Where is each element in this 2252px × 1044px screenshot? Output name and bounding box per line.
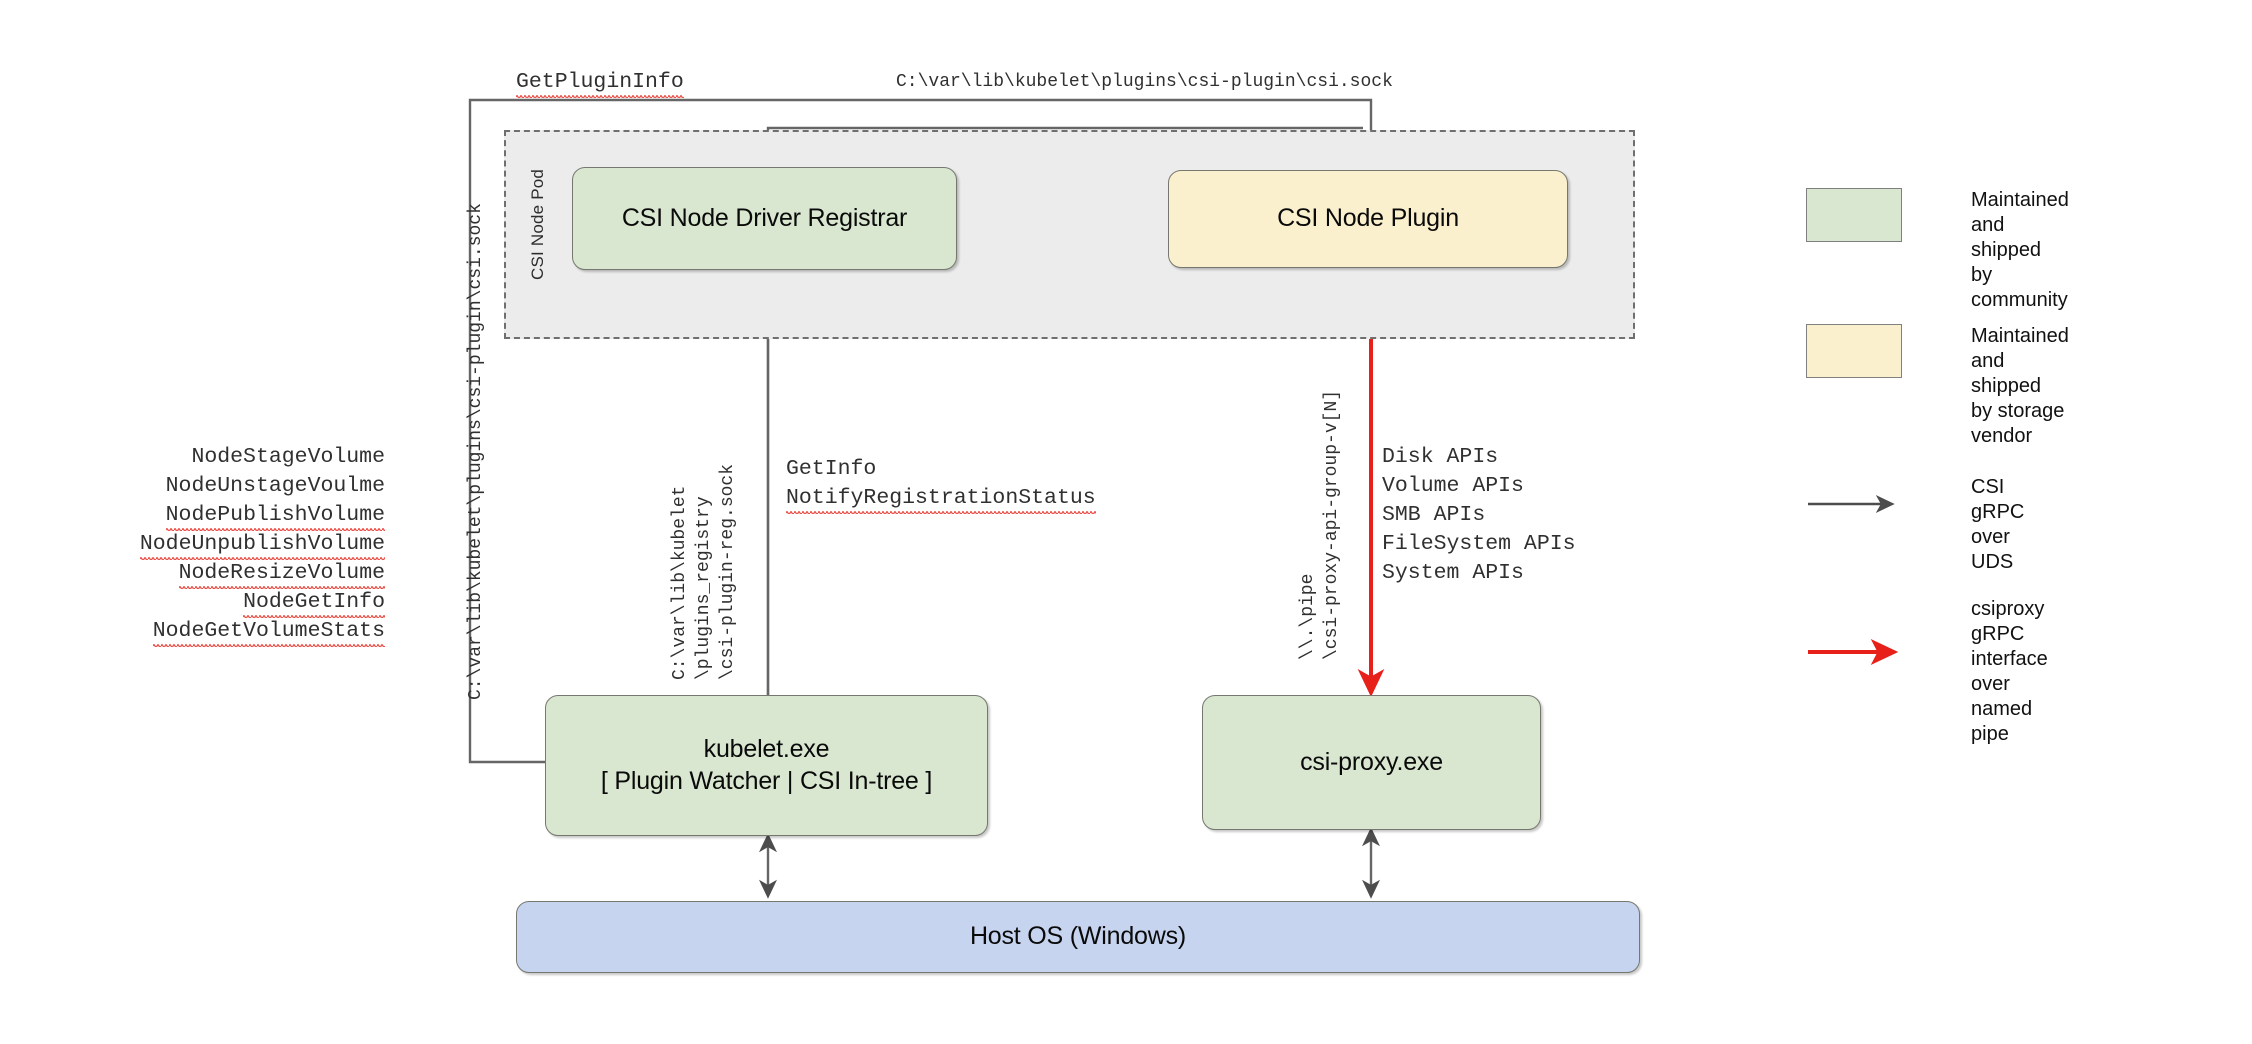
node-kubelet-exe-line1: kubelet.exe [703,735,830,763]
annotation-csi-sock-path-left: C:\var\lib\kubelet\plugins\csi-plugin\cs… [466,203,486,700]
legend-label-csi-grpc-uds: CSI gRPC over UDS [1971,476,2025,573]
legend-label-storage-vendor: Maintained and shipped by storage vendor [1971,325,2069,447]
legend-item-csi-grpc-uds: CSI gRPC over UDS [1806,476,2024,575]
csi-node-pod-label: CSI Node Pod [528,168,547,280]
legend-item-storage-vendor: Maintained and shipped by storage vendor [1806,324,2069,449]
annotation-registration-calls: GetInfo NotifyRegistrationStatus [786,455,1096,514]
annotation-registry-path-line-1: \plugins_registry [694,496,714,680]
node-csi-proxy-exe-label: csi-proxy.exe [1300,747,1443,776]
legend-item-csiproxy-grpc: csiproxy gRPC interface over named pipe [1806,598,2048,747]
legend-swatch-storage-vendor [1806,324,1902,378]
annotation-node-api-2: NodePublishVolume [100,501,385,531]
annotation-csi-sock-path-top: C:\var\lib\kubelet\plugins\csi-plugin\cs… [896,72,1393,92]
annotation-csi-proxy-apis: Disk APIs Volume APIs SMB APIs FileSyste… [1382,443,1576,588]
annotation-csi-proxy-api-0: Disk APIs [1382,445,1499,469]
node-csi-node-driver-registrar[interactable]: CSI Node Driver Registrar [572,167,957,270]
annotation-csi-proxy-api-4: System APIs [1382,561,1524,585]
node-kubelet-exe-label: kubelet.exe [ Plugin Watcher | CSI In-tr… [601,734,932,797]
annotation-csi-proxy-api-2: SMB APIs [1382,503,1486,527]
annotation-node-api-4: NodeResizeVolume [100,559,385,589]
legend-arrow-gray-icon [1808,495,1895,513]
annotation-node-api-5: NodeGetInfo [100,588,385,618]
annotation-registration-call-1: NotifyRegistrationStatus [786,484,1096,514]
node-host-os[interactable]: Host OS (Windows) [516,901,1640,973]
node-csi-node-plugin-label: CSI Node Plugin [1277,204,1459,233]
annotation-registry-path: C:\var\lib\kubelet \plugins_registry \cs… [668,410,740,680]
node-csi-node-plugin[interactable]: CSI Node Plugin [1168,170,1568,268]
annotation-getplugininfo-text: GetPluginInfo [516,70,684,98]
annotation-registration-call-0: GetInfo [786,457,877,481]
annotation-registry-path-line-0: C:\var\lib\kubelet [670,485,690,680]
annotation-named-pipe-line-1: \csi-proxy-api-group-v[N] [1322,389,1342,660]
annotation-csi-proxy-api-3: FileSystem APIs [1382,532,1576,556]
node-csi-proxy-exe[interactable]: csi-proxy.exe [1202,695,1541,830]
annotation-node-service-apis: NodeStageVolume NodeUnstageVoulme NodePu… [100,443,385,647]
annotation-node-api-1: NodeUnstageVoulme [165,474,385,498]
annotation-named-pipe-path: \\.\pipe \csi-proxy-api-group-v[N] [1296,389,1344,660]
legend-arrow-red-icon [1808,639,1899,665]
legend-swatch-community [1806,188,1902,242]
legend-label-csiproxy-grpc: csiproxy gRPC interface over named pipe [1971,598,2048,745]
node-kubelet-exe-line2: [ Plugin Watcher | CSI In-tree ] [600,766,933,795]
annotation-node-api-6: NodeGetVolumeStats [100,617,385,647]
annotation-csi-proxy-api-1: Volume APIs [1382,474,1524,498]
annotation-getplugininfo: GetPluginInfo [516,68,684,98]
annotation-node-api-3: NodeUnpublishVolume [100,530,385,560]
legend-label-community: Maintained and shipped by community [1971,189,2069,311]
legend-item-community: Maintained and shipped by community [1806,188,2069,313]
annotation-registry-path-line-2: \csi-plugin-reg.sock [718,463,738,680]
node-kubelet-exe[interactable]: kubelet.exe [ Plugin Watcher | CSI In-tr… [545,695,988,836]
annotation-node-api-0: NodeStageVolume [191,445,385,469]
node-csi-node-driver-registrar-label: CSI Node Driver Registrar [621,203,908,232]
annotation-named-pipe-line-0: \\.\pipe [1298,573,1318,660]
node-host-os-label: Host OS (Windows) [969,922,1187,951]
